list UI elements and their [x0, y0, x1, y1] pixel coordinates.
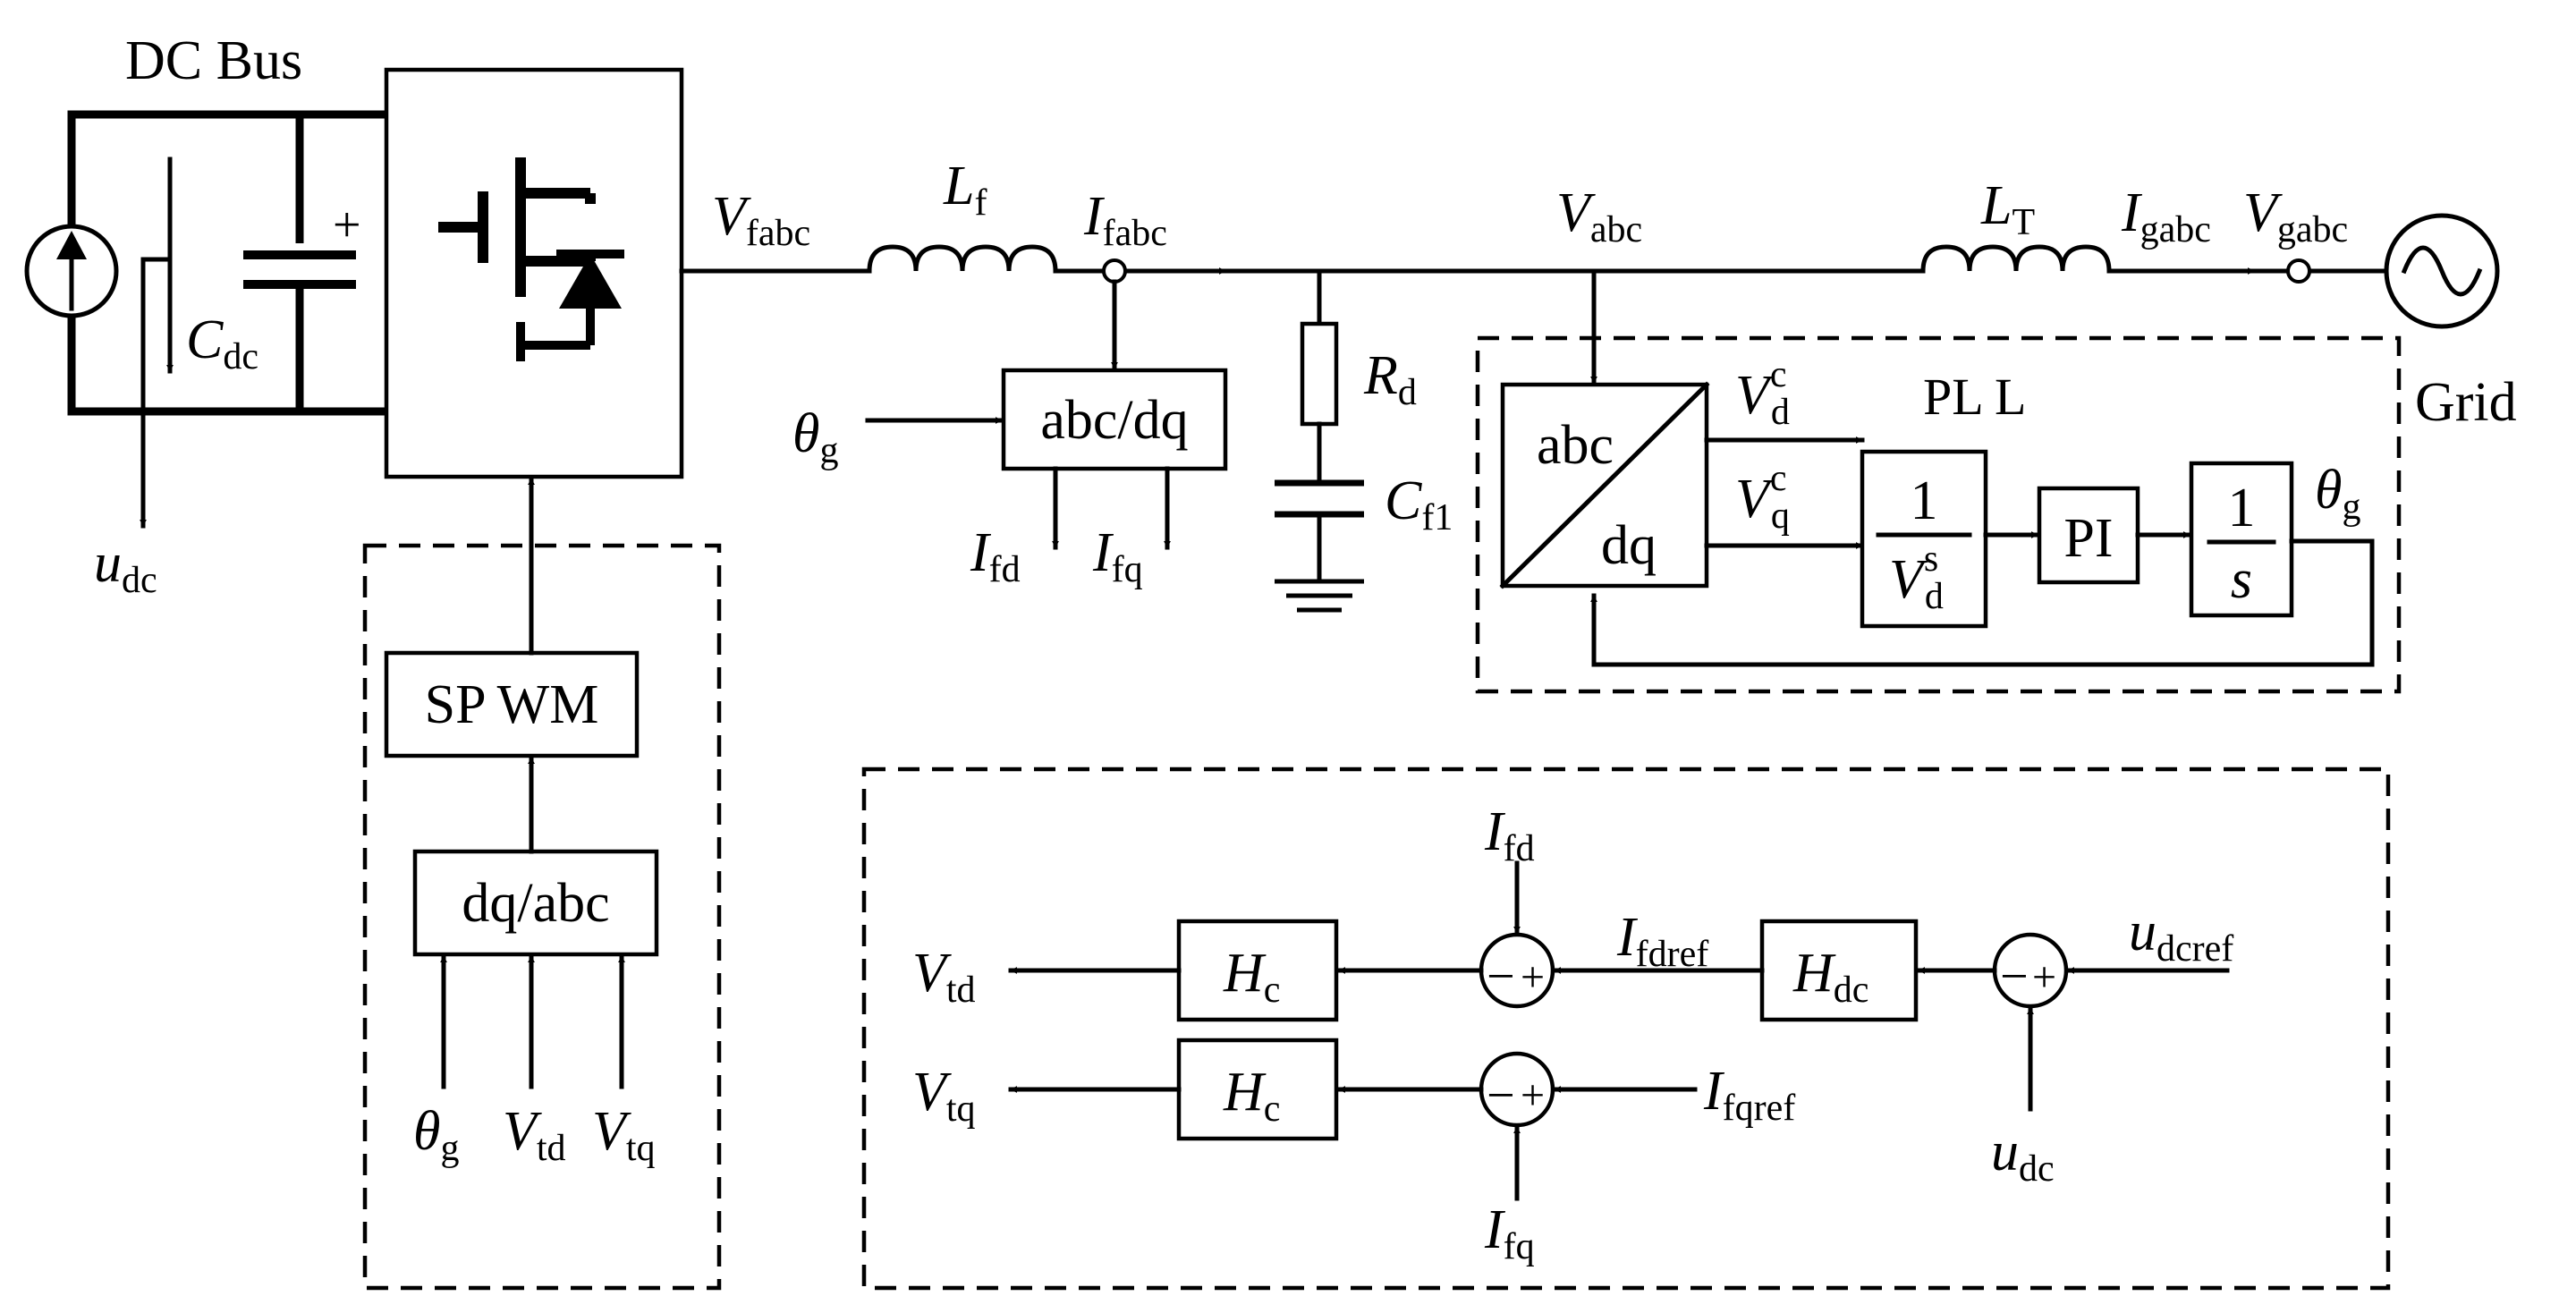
v-tq-mod-label: Vtq [592, 1101, 656, 1169]
inverter-block [384, 67, 684, 479]
v-td-mod-label: Vtd [503, 1101, 566, 1169]
theta-g-mod-label: θg [413, 1101, 459, 1169]
h-dc-block-label: Hdc [1792, 943, 1868, 1011]
ifabc-measure-point [1102, 258, 1127, 284]
i-fd-feedback-label: Ifd [1484, 801, 1535, 869]
grid-source-icon [2384, 213, 2500, 329]
u-dc-feedback-label: udc [1991, 1122, 2055, 1190]
current-abc-dq-section: abc/dq θg Ifd Ifq [792, 279, 1228, 590]
v-abc-label: Vabc [1556, 182, 1642, 250]
ac-main-line: Vfabc Lf Ifabc Vabc LT Igabc Vgabc Grid [679, 156, 2517, 433]
svg-text:+: + [1521, 1072, 1545, 1119]
control-loop-section: − + udcref udc Hdc Ifdref − + Ifd Hc [861, 767, 2391, 1291]
dc-capacitor-icon [243, 243, 356, 289]
l-t-label: LT [1980, 175, 2035, 243]
i-fdref-label: Ifdref [1616, 907, 1708, 975]
pll-dq-label: dq [1601, 515, 1657, 576]
v-d-c-label: Vdc [1735, 354, 1790, 433]
pll-abc-label: abc [1537, 415, 1614, 476]
abc-dq-block-label: abc/dq [1040, 390, 1188, 451]
v-q-c-label: Vqc [1735, 458, 1790, 537]
v-td-output-label: Vtd [912, 943, 976, 1011]
ground-icon [1275, 579, 1364, 613]
pll-label: PL L [1923, 368, 2026, 426]
dq-abc-block-label: dq/abc [462, 873, 609, 934]
i-fq-feedback-label: Ifq [1484, 1199, 1535, 1267]
i-gabc-label: Igabc [2121, 182, 2211, 250]
dc-bus-section: + DC Bus Cdc udc [24, 30, 391, 601]
igbt-diode-icon [438, 157, 624, 361]
svg-text:−: − [1487, 949, 1515, 1004]
i-fqref-label: Ifqref [1703, 1061, 1795, 1129]
svg-text:+: + [1521, 953, 1545, 1001]
modulation-section: SP WM dq/abc θg Vtd Vtq [362, 476, 722, 1291]
i-fq-output-label: Ifq [1092, 522, 1143, 590]
theta-g-pll-output-label: θg [2315, 460, 2360, 528]
theta-g-input-label: θg [792, 403, 838, 471]
l-f-label: Lf [943, 156, 987, 224]
rc-filter-branch: Rd Cf1 [1275, 268, 1453, 613]
svg-text:−: − [2000, 949, 2029, 1004]
pi-block-label: PI [2063, 508, 2113, 569]
v-gabc-label: Vgabc [2243, 182, 2348, 250]
v-fabc-label: Vfabc [712, 186, 810, 254]
u-dcref-label: udcref [2129, 902, 2233, 970]
h-c-d-block-label: Hc [1223, 943, 1280, 1011]
gain-1-numerator: 1 [1911, 470, 1938, 531]
c-f1-label: Cf1 [1385, 470, 1453, 538]
dc-bus-label: DC Bus [125, 30, 302, 91]
grid-label: Grid [2415, 372, 2517, 433]
vgabc-measure-point [2286, 258, 2311, 284]
damping-resistor-icon [1300, 321, 1339, 427]
capacitor-plus-sign: + [333, 198, 361, 253]
i-fd-output-label: Ifd [970, 522, 1021, 590]
inductor-lf-icon [867, 244, 1058, 274]
inductor-lt-icon [1920, 244, 2112, 274]
integrator-numerator: 1 [2228, 478, 2256, 538]
current-source-icon [24, 224, 119, 318]
v-d-s-label: Vds [1889, 538, 1944, 617]
r-d-label: Rd [1363, 345, 1417, 413]
spwm-block-label: SP WM [425, 674, 599, 735]
u-dc-output-label: udc [94, 533, 157, 601]
h-c-q-block-label: Hc [1223, 1062, 1280, 1130]
svg-text:+: + [2032, 953, 2056, 1001]
integrator-s-label: s [2231, 549, 2252, 610]
v-tq-output-label: Vtq [912, 1062, 976, 1130]
c-dc-label: Cdc [186, 309, 258, 377]
svg-text:−: − [1487, 1068, 1515, 1123]
pll-section: PL L abc dq Vdc Vqc 1 Vds PI 1 s [1475, 268, 2402, 694]
i-fabc-label: Ifabc [1083, 186, 1167, 254]
